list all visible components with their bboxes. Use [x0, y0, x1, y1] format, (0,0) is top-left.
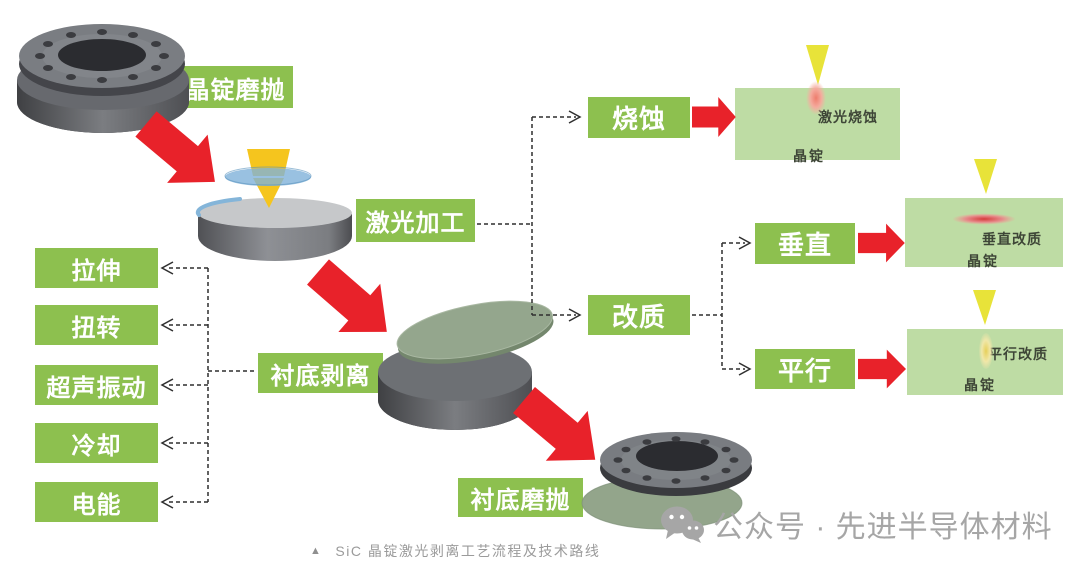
- laser-beam-icon: [974, 159, 997, 194]
- watermark-text: 公众号 · 先进半导体材料: [713, 511, 1053, 544]
- arrow-ingot-to-laser: [125, 99, 236, 206]
- bolt-holes: [613, 436, 739, 484]
- arrowhead: [738, 236, 752, 376]
- result-panel-parallel: 平行改质 晶锭: [907, 329, 1063, 395]
- assist-method-ultrasonic: 超声振动: [35, 365, 158, 405]
- label-substrate-liftoff: 衬底剥离: [258, 353, 383, 393]
- label-substrate-polish: 衬底磨抛: [458, 478, 583, 517]
- assist-method-stretch: 拉伸: [35, 248, 158, 288]
- result-panel-ablation: 激光烧蚀 晶锭: [735, 88, 900, 164]
- label-ablation: 烧蚀: [588, 97, 690, 138]
- panel-substrate-label: 晶锭: [967, 253, 999, 269]
- connector-laser-branches: [477, 116, 576, 316]
- figure-caption: ▲ SiC 晶锭激光剥离工艺流程及技术路线: [310, 541, 600, 561]
- laser-processing-photo: [195, 149, 352, 261]
- panel-title: 垂直改质: [982, 231, 1042, 247]
- arrow-liftoff-to-polish: [503, 375, 617, 485]
- caption-text: SiC 晶锭激光剥离工艺流程及技术路线: [335, 543, 601, 559]
- ingot-grinding-photo: [17, 24, 189, 133]
- arrow-vertical: [858, 223, 905, 263]
- caption-marker-icon: ▲: [310, 545, 323, 557]
- wechat-icon: [661, 506, 704, 543]
- arrowhead: [568, 110, 582, 322]
- label-modification: 改质: [588, 295, 690, 335]
- assist-method-electric: 电能: [35, 482, 158, 522]
- label-ingot-polish: 晶锭磨抛: [178, 66, 293, 108]
- connector-modification-branches: [692, 242, 745, 370]
- panel-title: 平行改质: [988, 346, 1048, 362]
- laser-head-icon: [247, 149, 290, 176]
- panel-substrate-label: 晶锭: [793, 148, 825, 164]
- label-laser-processing: 激光加工: [356, 199, 475, 242]
- lens-icon: [225, 168, 311, 186]
- panel-title: 激光烧蚀: [818, 109, 878, 125]
- arrow-laser-to-liftoff: [297, 247, 408, 356]
- connector-assist-methods: [168, 267, 256, 503]
- arrow-parallel: [858, 349, 906, 389]
- laser-beam-icon: [973, 290, 996, 325]
- watermark: 公众号 · 先进半导体材料: [660, 502, 1053, 546]
- label-parallel: 平行: [755, 349, 855, 389]
- panel-substrate-label: 晶锭: [964, 377, 996, 393]
- result-panel-vertical: 垂直改质 晶锭: [905, 198, 1063, 269]
- assist-method-cooling: 冷却: [35, 423, 158, 463]
- assist-method-twist: 扭转: [35, 305, 158, 345]
- arrowhead: [160, 261, 174, 509]
- bolt-holes: [35, 29, 169, 83]
- label-vertical: 垂直: [755, 223, 855, 264]
- arrow-ablation: [692, 97, 736, 137]
- laser-beam-icon: [806, 45, 829, 85]
- substrate-liftoff-photo: [378, 300, 554, 430]
